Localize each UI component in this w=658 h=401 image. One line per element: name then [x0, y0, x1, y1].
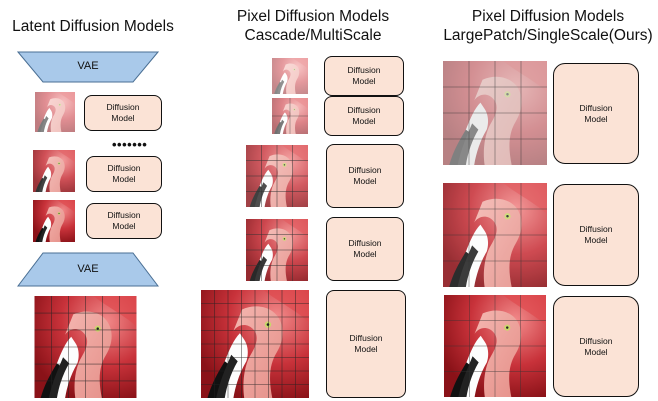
- vae-decoder-label: VAE: [77, 263, 99, 275]
- flamingo-image: [272, 98, 308, 134]
- box-line1: Diffusion: [579, 335, 613, 346]
- single-title-line1: Pixel Diffusion Models: [471, 8, 625, 25]
- flamingo-image: [443, 61, 547, 165]
- box-line1: Diffusion: [107, 163, 141, 173]
- flamingo-image: [443, 295, 547, 397]
- single-column-title: Pixel Diffusion Models LargePatch/Single…: [435, 7, 658, 45]
- single-title-line2: LargePatch/SingleScale(Ours): [443, 27, 653, 44]
- box-line1: Diffusion: [579, 102, 613, 113]
- vae-encoder-label: VAE: [77, 60, 99, 72]
- vae-decoder-shape: [17, 252, 159, 287]
- cascade-title-line1: Pixel Diffusion Models: [236, 8, 390, 25]
- box-line2: Model: [112, 221, 136, 231]
- flamingo-image: [246, 219, 308, 281]
- box-line1: Diffusion: [107, 210, 141, 220]
- box-line2: Model: [584, 346, 608, 357]
- box-line1: Diffusion: [579, 224, 613, 234]
- box-line1: Diffusion: [347, 105, 381, 115]
- box-line2: Model: [584, 235, 608, 245]
- vae-encoder: VAE: [17, 51, 159, 83]
- flamingo-image: [33, 200, 75, 242]
- flamingo-image: [443, 183, 547, 287]
- box-line2: Model: [112, 174, 136, 184]
- flamingo-image: [34, 296, 137, 398]
- flamingo-image: [33, 150, 75, 192]
- box-line2: Model: [111, 113, 135, 123]
- box-line1: Diffusion: [349, 333, 383, 343]
- flamingo-image: [35, 92, 75, 132]
- flamingo-image: [201, 290, 309, 398]
- box-line2: Model: [352, 76, 376, 86]
- vae-decoder: VAE: [17, 252, 159, 287]
- box-line2: Model: [352, 116, 376, 126]
- box-line2: Model: [354, 344, 378, 354]
- cascade-column-title: Pixel Diffusion Models Cascade/MultiScal…: [218, 7, 408, 45]
- box-line2: Model: [584, 113, 608, 124]
- box-line1: Diffusion: [348, 165, 382, 175]
- box-line1: Diffusion: [106, 102, 140, 112]
- flamingo-image: [246, 145, 308, 207]
- latent-column-title: Latent Diffusion Models: [12, 18, 174, 35]
- flamingo-image: [272, 58, 308, 94]
- vae-encoder-shape: [17, 51, 159, 83]
- box-line2: Model: [353, 249, 377, 259]
- box-line2: Model: [353, 176, 377, 186]
- box-line1: Diffusion: [348, 238, 382, 248]
- ellipsis: •••••••: [112, 137, 148, 152]
- cascade-title-line2: Cascade/MultiScale: [244, 27, 382, 44]
- box-line1: Diffusion: [347, 65, 381, 75]
